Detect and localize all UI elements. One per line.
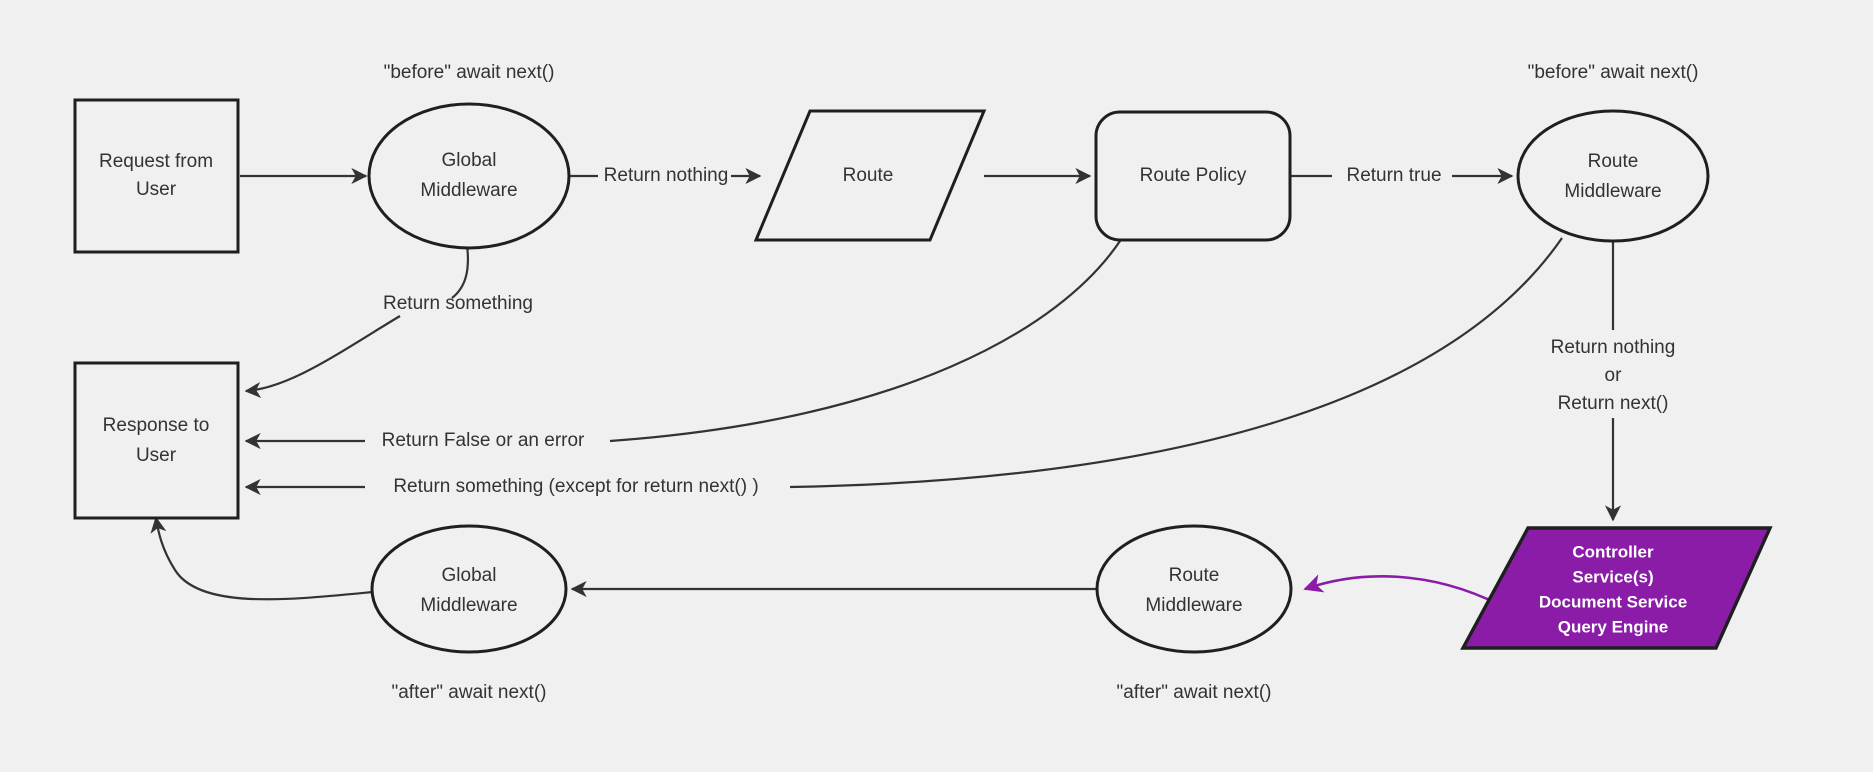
edge-global-middleware-return-something	[451, 244, 469, 299]
node-route-policy[interactable]	[1094, 110, 1292, 242]
edge-label-return-something-top: Return something	[383, 293, 533, 314]
node-response-to-user-label-line2: User	[136, 445, 177, 466]
node-global-middleware-top-label-line1: Global	[442, 150, 497, 171]
edge-label-return-nothing-or-next-line1: Return nothing	[1551, 337, 1676, 358]
node-global-middleware-top[interactable]	[367, 102, 571, 250]
edge-label-return-nothing-or-next-line3: Return next()	[1558, 393, 1669, 414]
annotation-before-await-next-global: "before" await next()	[384, 62, 555, 83]
node-route[interactable]	[753, 109, 987, 242]
node-response-to-user-label-line1: Response to	[103, 415, 210, 436]
node-route-middleware-top-label-line2: Middleware	[1564, 181, 1661, 202]
annotation-after-await-next-global: "after" await next()	[392, 682, 547, 703]
annotation-before-await-next-route: "before" await next()	[1528, 62, 1699, 83]
node-route-middleware-top-label-line1: Route	[1588, 151, 1639, 172]
node-global-middleware-bottom[interactable]	[370, 524, 568, 654]
node-controller-label-line3: Document Service	[1539, 592, 1687, 611]
edge-route-policy-return-false	[609, 240, 1121, 443]
edge-global-middleware-bottom-to-response	[150, 516, 374, 601]
node-controller-label-line2: Service(s)	[1572, 567, 1653, 586]
edge-label-return-nothing: Return nothing	[604, 165, 729, 186]
node-response-to-user[interactable]	[73, 361, 240, 520]
node-route-middleware-bottom[interactable]	[1095, 524, 1293, 654]
node-route-middleware-bottom-label-line2: Middleware	[1145, 595, 1242, 616]
node-controller-label-line1: Controller	[1572, 542, 1654, 561]
node-request-from-user-label-line2: User	[136, 179, 177, 200]
node-route-label: Route	[843, 165, 894, 186]
edge-route-middleware-return-something-except	[789, 237, 1563, 489]
node-global-middleware-bottom-label-line1: Global	[442, 565, 497, 586]
node-request-from-user[interactable]	[73, 98, 240, 254]
node-route-middleware-top[interactable]	[1516, 109, 1710, 243]
node-global-middleware-bottom-label-line2: Middleware	[420, 595, 517, 616]
node-controller-service-stack[interactable]	[1460, 526, 1773, 650]
edge-label-return-false-or-error: Return False or an error	[382, 430, 585, 451]
node-route-policy-label: Route Policy	[1140, 165, 1247, 186]
node-route-middleware-bottom-label-line1: Route	[1169, 565, 1220, 586]
edge-label-return-true: Return true	[1346, 165, 1441, 186]
edge-controller-to-route-middleware-bottom	[1303, 574, 1501, 607]
edge-label-return-nothing-or-next-line2: or	[1605, 365, 1623, 386]
edge-global-middleware-return-something-tail	[244, 315, 401, 399]
edge-label-return-something-except: Return something (except for return next…	[393, 476, 758, 497]
node-controller-label-line4: Query Engine	[1558, 617, 1669, 636]
node-global-middleware-top-label-line2: Middleware	[420, 180, 517, 201]
annotation-after-await-next-route: "after" await next()	[1117, 682, 1272, 703]
node-request-from-user-label-line1: Request from	[99, 151, 213, 172]
